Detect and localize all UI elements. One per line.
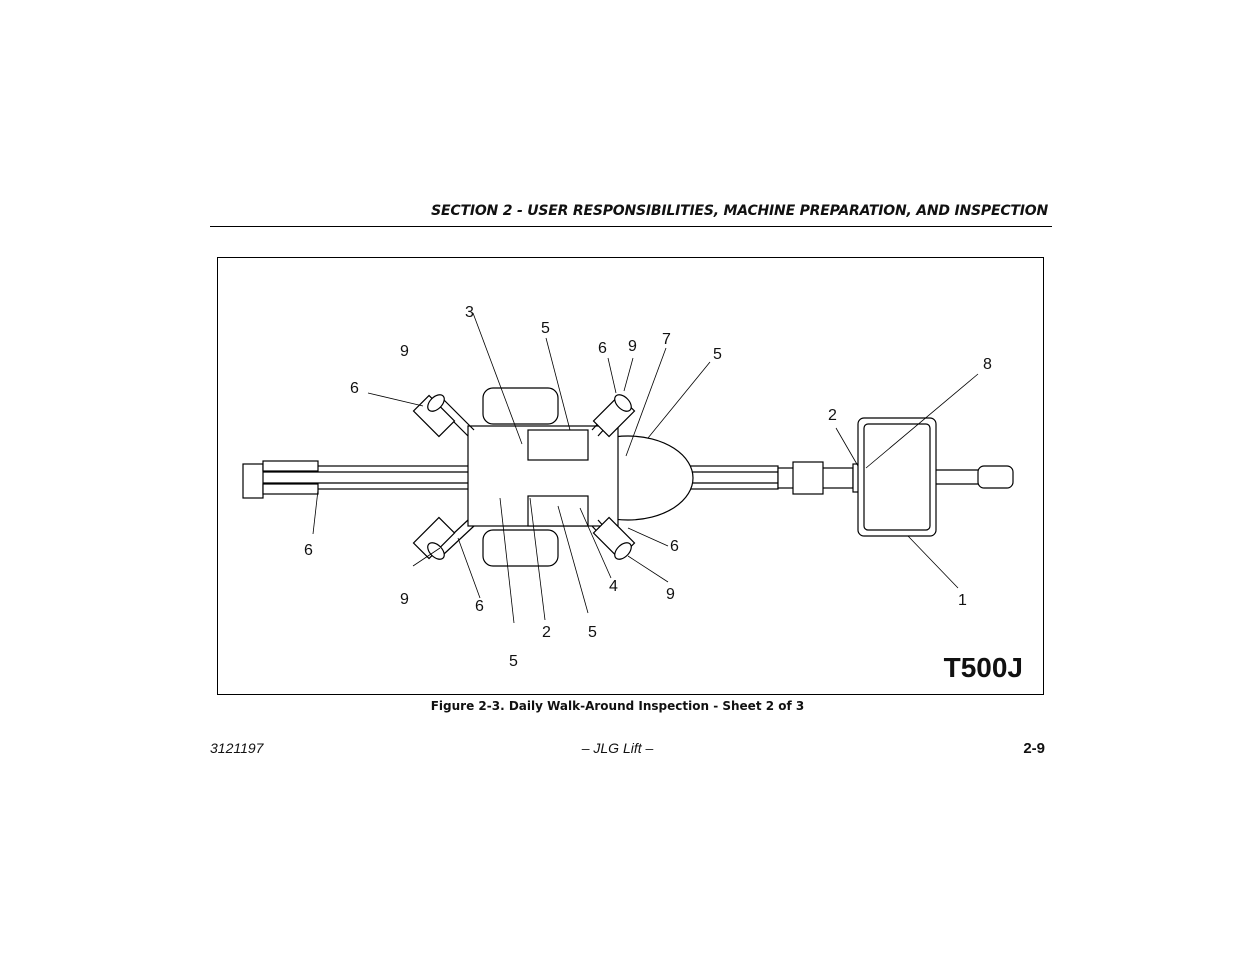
callout-6: 6 (350, 380, 359, 397)
callout-1: 1 (958, 592, 967, 609)
model-label: T500J (943, 652, 1023, 683)
callout-7: 7 (662, 331, 671, 348)
callout-9: 9 (666, 586, 675, 603)
callout-2: 2 (828, 407, 837, 424)
callout-6: 6 (598, 340, 607, 357)
callout-9: 9 (400, 591, 409, 608)
callout-2: 2 (542, 624, 551, 641)
doc-number: 3121197 (210, 740, 264, 756)
figure-caption: Figure 2-3. Daily Walk-Around Inspection… (430, 699, 805, 713)
callout-5: 5 (509, 653, 518, 670)
callout-5: 5 (713, 346, 722, 363)
callout-6: 6 (670, 538, 679, 555)
figure-frame: 3 5 9 6 6 9 7 5 8 2 6 6 9 6 4 9 1 2 5 5 … (217, 257, 1044, 695)
callout-9: 9 (628, 338, 637, 355)
callout-4: 4 (609, 578, 618, 595)
callout-8: 8 (983, 356, 992, 373)
callout-6: 6 (475, 598, 484, 615)
callout-9: 9 (400, 343, 409, 360)
machine-drawing (242, 312, 1014, 624)
page-number: 2-9 (1023, 740, 1045, 757)
footer-center: – JLG Lift – (581, 740, 654, 756)
callout-5: 5 (541, 320, 550, 337)
callout-6: 6 (304, 542, 313, 559)
section-header: SECTION 2 - USER RESPONSIBILITIES, MACHI… (431, 203, 1048, 219)
callout-5: 5 (588, 624, 597, 641)
header-rule (210, 226, 1052, 227)
callout-3: 3 (465, 304, 474, 321)
